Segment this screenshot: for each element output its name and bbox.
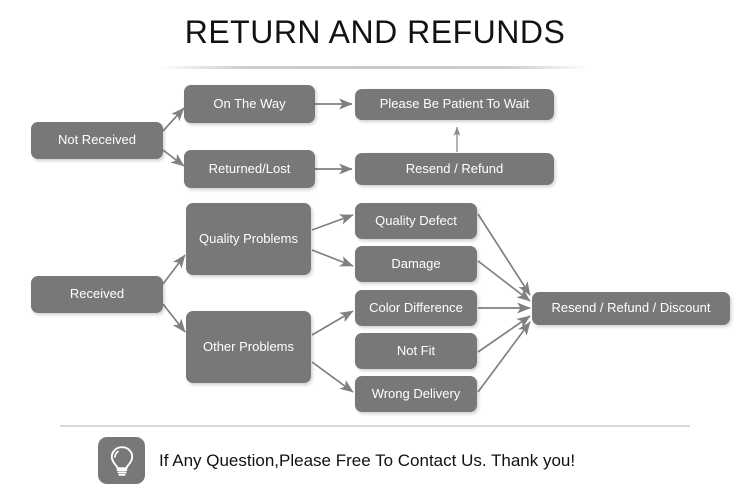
node-not-fit[interactable]: Not Fit <box>355 333 477 369</box>
node-resend-refund-discount[interactable]: Resend / Refund / Discount <box>532 292 730 325</box>
node-quality-problems[interactable]: Quality Problems <box>186 203 311 275</box>
node-damage[interactable]: Damage <box>355 246 477 282</box>
page-title: RETURN AND REFUNDS <box>184 14 566 50</box>
node-color-difference[interactable]: Color Difference <box>355 290 477 326</box>
node-wrong-delivery[interactable]: Wrong Delivery <box>355 376 477 412</box>
node-please-be-patient-to-wait[interactable]: Please Be Patient To Wait <box>355 89 554 120</box>
node-quality-defect[interactable]: Quality Defect <box>355 203 477 239</box>
node-other-problems[interactable]: Other Problems <box>186 311 311 383</box>
node-on-the-way[interactable]: On The Way <box>184 85 315 123</box>
footer: If Any Question,Please Free To Contact U… <box>98 437 575 484</box>
title-divider <box>160 66 590 69</box>
footer-divider <box>60 425 690 427</box>
node-received[interactable]: Received <box>31 276 163 313</box>
footer-text: If Any Question,Please Free To Contact U… <box>159 450 576 470</box>
node-returned-lost[interactable]: Returned/Lost <box>184 150 315 188</box>
lightbulb-icon <box>98 437 145 484</box>
node-resend-refund[interactable]: Resend / Refund <box>355 153 554 185</box>
node-not-received[interactable]: Not Received <box>31 122 163 159</box>
